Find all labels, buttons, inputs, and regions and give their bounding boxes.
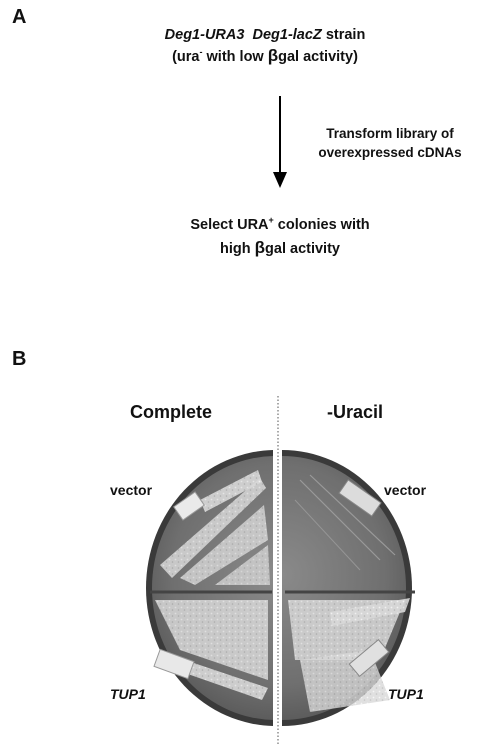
ura-minus-sup: - xyxy=(199,47,203,58)
with-low-text: with low xyxy=(202,49,268,65)
down-arrow-icon xyxy=(273,96,287,188)
strain-line-1: Deg1-URA3 Deg1-lacZ strain xyxy=(100,26,430,45)
select-ura-text: Select URA xyxy=(190,217,269,233)
panel-a-letter: A xyxy=(12,6,27,28)
select-line-1: Select URA+ colonies with xyxy=(100,216,460,235)
panel-b-letter: B xyxy=(12,348,27,370)
complete-header: Complete xyxy=(130,402,213,422)
tup1-label-right: TUP1 xyxy=(388,686,424,702)
beta-symbol-2: β xyxy=(254,238,266,257)
strain-gene-1: Deg1-URA3 xyxy=(164,27,245,43)
vector-label-right: vector xyxy=(384,482,427,498)
gal-activity-text: gal activity) xyxy=(278,49,358,65)
complete-plate-half xyxy=(146,450,273,726)
transform-step-label: Transform library of overexpressed cDNAs xyxy=(290,124,490,162)
gal-activity-text-2: gal activity xyxy=(265,241,340,257)
select-line-2: high βgal activity xyxy=(100,238,460,259)
uracil-plate-half xyxy=(282,450,415,726)
strain-line-2: (ura- with low βgal activity) xyxy=(100,46,430,67)
vector-label-left: vector xyxy=(110,482,153,498)
transform-line-1: Transform library of xyxy=(326,126,454,141)
uracil-header: -Uracil xyxy=(327,402,384,422)
ura-text: (ura xyxy=(172,49,200,65)
high-text: high xyxy=(220,241,255,257)
strain-gene-2: Deg1-lacZ xyxy=(252,27,322,43)
ura-plus-sup: + xyxy=(268,215,274,226)
beta-symbol: β xyxy=(267,46,279,65)
tup1-label-left: TUP1 xyxy=(110,686,146,702)
strain-word: strain xyxy=(325,27,366,43)
colonies-with-text: colonies with xyxy=(273,217,370,233)
transform-line-2: overexpressed cDNAs xyxy=(318,145,462,160)
